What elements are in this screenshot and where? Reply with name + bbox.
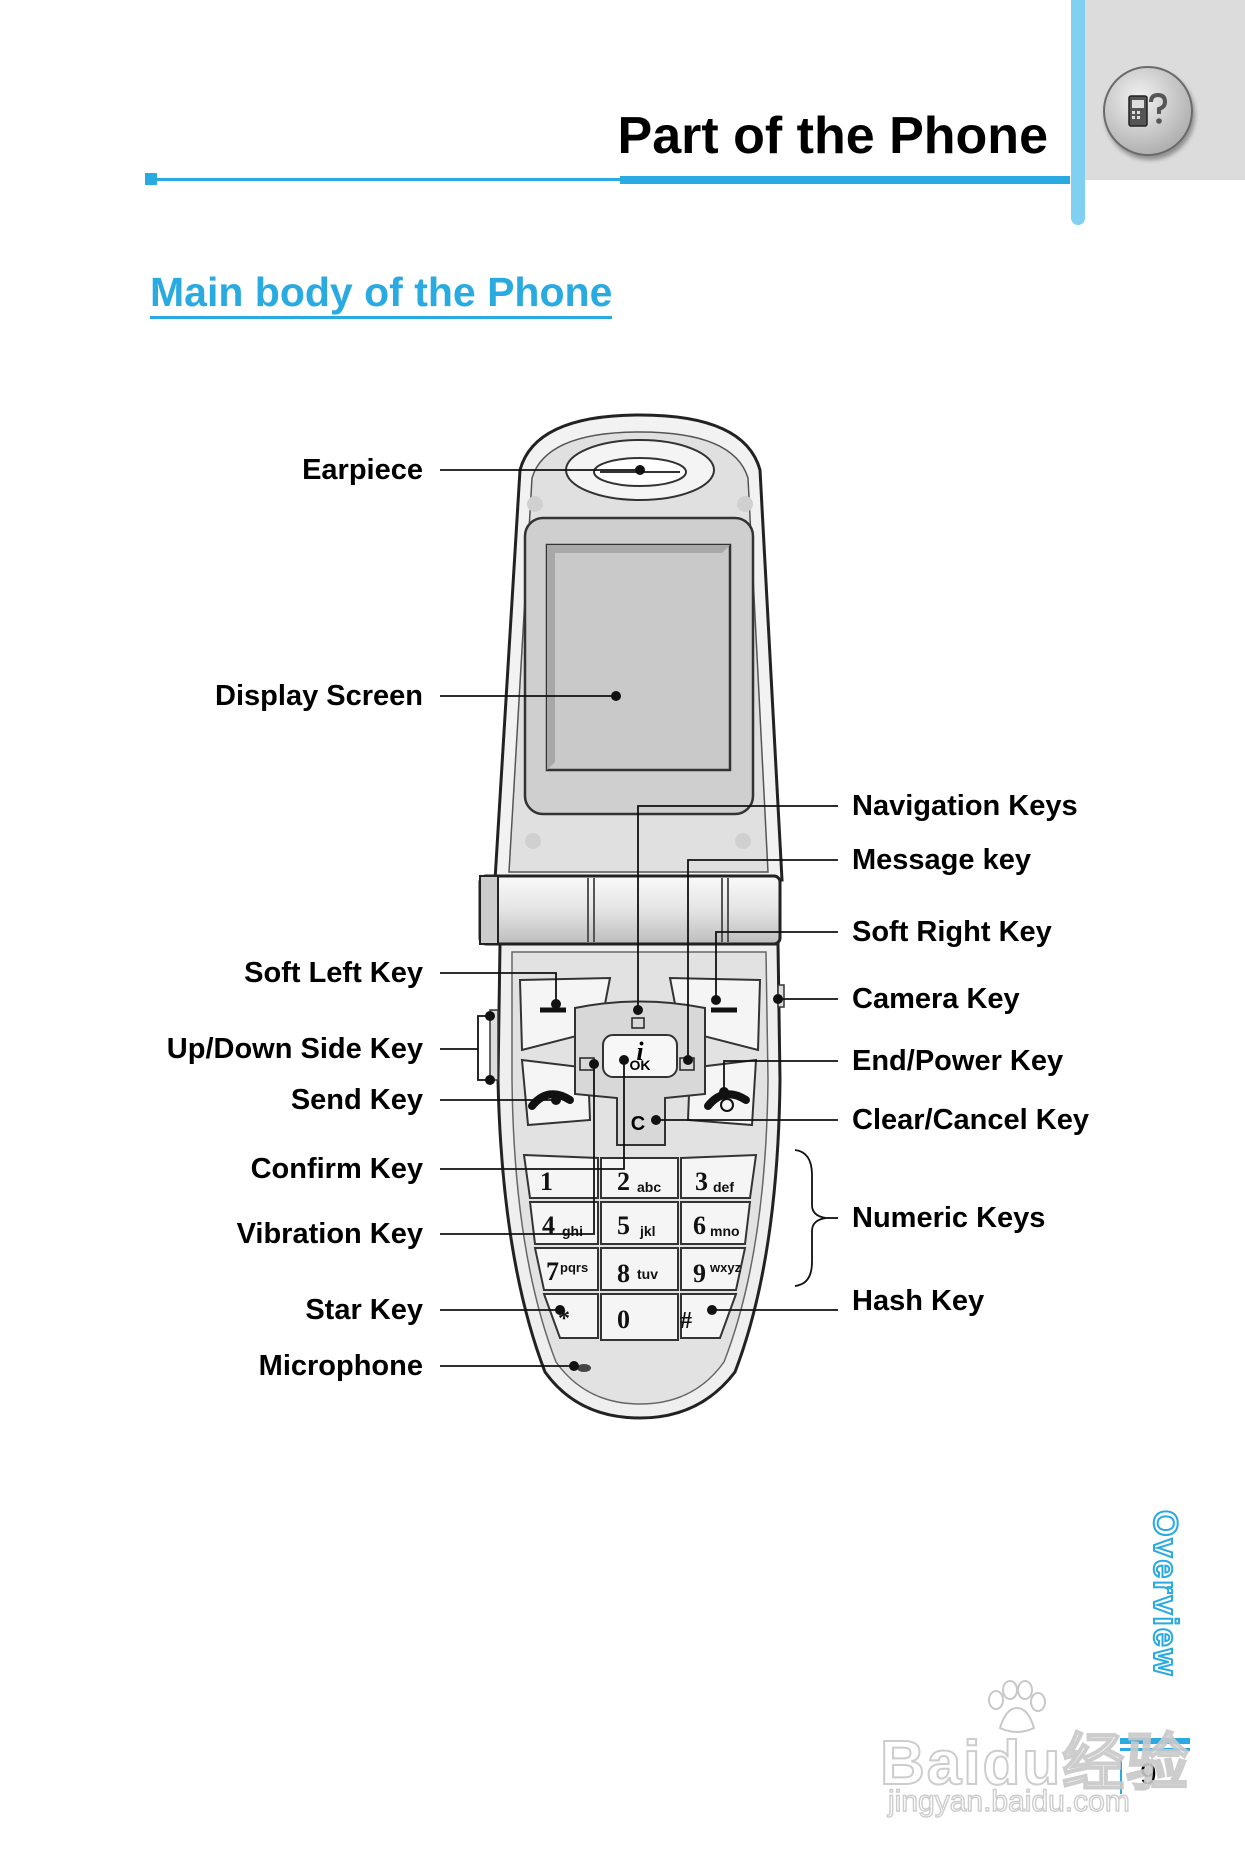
key-4-label: 4	[542, 1211, 555, 1240]
page-title: Part of the Phone	[617, 107, 1048, 165]
leader-lines-right	[637, 805, 838, 1311]
page-number: 9	[1140, 1758, 1157, 1791]
svg-text:i: i	[636, 1037, 644, 1066]
label-clear-cancel-key: Clear/Cancel Key	[852, 1104, 1089, 1136]
label-navigation-keys: Navigation Keys	[852, 790, 1078, 822]
label-hash-key: Hash Key	[852, 1285, 985, 1317]
phone-help-icon	[1103, 66, 1193, 156]
key-7-label: 7	[546, 1257, 559, 1286]
key-9-label: 9	[693, 1259, 706, 1288]
key-8-label: 8	[617, 1259, 630, 1288]
label-camera-key: Camera Key	[852, 983, 1020, 1015]
key-1-label: 1	[540, 1167, 553, 1196]
paw-watermark-icon	[988, 1680, 1046, 1733]
key-4-sub: ghi	[562, 1223, 583, 1239]
numeric-keypad	[522, 1153, 758, 1341]
key-2-label: 2	[617, 1167, 630, 1196]
label-end-power-key: End/Power Key	[852, 1045, 1064, 1077]
label-send-key: Send Key	[290, 1084, 423, 1116]
ok-key	[602, 1034, 678, 1078]
microphone-hole	[577, 1364, 591, 1372]
section-title: Main body of the Phone	[150, 268, 613, 319]
header-rule-thin	[145, 178, 625, 181]
page-bar-thin	[1120, 1748, 1190, 1751]
leader-lines-left	[440, 469, 640, 1367]
label-star-key: Star Key	[305, 1294, 423, 1326]
key-3-sub: def	[713, 1179, 734, 1195]
section-side-tab: Overview	[1145, 1509, 1192, 1730]
label-confirm-key: Confirm Key	[250, 1153, 423, 1185]
label-soft-right-key: Soft Right Key	[852, 916, 1052, 948]
watermark-sub: jingyan.baidu.com	[887, 1784, 1130, 1818]
label-vibration-key: Vibration Key	[236, 1218, 423, 1250]
label-soft-left-key: Soft Left Key	[244, 957, 423, 989]
page-tick	[1120, 1760, 1122, 1794]
label-up-down-side-key: Up/Down Side Key	[166, 1033, 423, 1065]
key-6-sub: mno	[710, 1223, 740, 1239]
key-8-sub: tuv	[637, 1266, 658, 1282]
watermark-main: Baidu经验	[879, 1728, 1191, 1799]
key-hash-label: #	[680, 1308, 692, 1334]
display-screen	[545, 543, 732, 772]
label-numeric-keys: Numeric Keys	[852, 1202, 1046, 1234]
hinge	[478, 874, 782, 946]
key-0-label: 0	[617, 1305, 630, 1334]
key-5-sub: jkl	[639, 1223, 656, 1239]
key-2-sub: abc	[637, 1179, 661, 1195]
key-3-label: 3	[695, 1167, 708, 1196]
key-7-sub: pqrs	[560, 1260, 588, 1275]
key-6-label: 6	[693, 1211, 706, 1240]
key-9-sub: wxyz	[709, 1260, 742, 1275]
header-rule-thick	[620, 176, 1070, 184]
side-tab-label: Overview	[1145, 1509, 1185, 1678]
header-side-bar	[1071, 0, 1085, 225]
key-5-label: 5	[617, 1211, 630, 1240]
clear-key-label: C	[631, 1113, 645, 1135]
ok-key-label: OK	[630, 1057, 651, 1073]
label-microphone: Microphone	[258, 1350, 423, 1382]
label-message-key: Message key	[852, 844, 1031, 876]
label-display-screen: Display Screen	[215, 680, 423, 712]
label-earpiece: Earpiece	[302, 454, 423, 486]
page-bar	[1120, 1738, 1190, 1744]
